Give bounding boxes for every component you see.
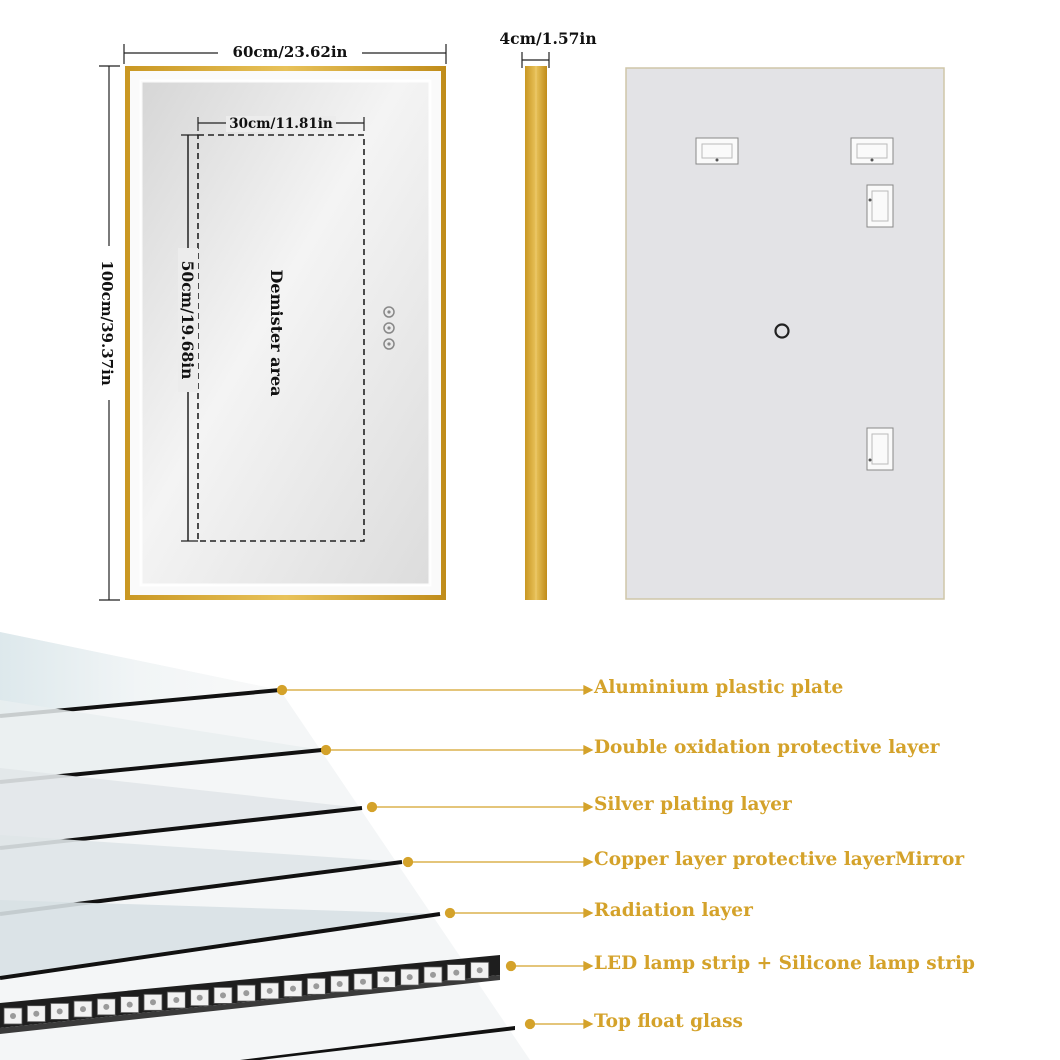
- layer-label-aluminium-plate: Aluminium plastic plate: [594, 677, 844, 698]
- layer-label-copper-protective: Copper layer protective layerMirror: [594, 849, 965, 870]
- led-chip: [103, 1003, 110, 1010]
- front-view: 60cm/23.62in 100cm/39.37in 30cm/11.81in …: [98, 40, 447, 601]
- demister-width-label: 30cm/11.81in: [229, 116, 333, 132]
- layer-label-double-oxidation: Double oxidation protective layer: [594, 737, 940, 758]
- height-label: 100cm/39.37in: [98, 260, 116, 385]
- led-chip: [56, 1008, 63, 1015]
- led-chip: [406, 974, 413, 981]
- led-chip: [243, 990, 250, 997]
- layer-sheet: [0, 700, 322, 782]
- demister-area-label: Demister area: [267, 270, 286, 397]
- power-button-icon[interactable]: [774, 323, 790, 339]
- led-chip: [336, 981, 343, 987]
- back-panel: [625, 67, 945, 600]
- led-chip: [383, 976, 390, 983]
- layer-label-top-float-glass: Top float glass: [594, 1011, 743, 1032]
- layer-label-silver-plating: Silver plating layer: [594, 794, 792, 815]
- depth-label: 4cm/1.57in: [499, 29, 596, 48]
- pointer-lines: [276, 684, 594, 1030]
- led-chip: [266, 987, 273, 994]
- led-chip: [150, 999, 156, 1006]
- bracket-icon: [850, 137, 894, 165]
- side-view: 4cm/1.57in: [499, 29, 597, 600]
- led-chip: [360, 978, 366, 985]
- led-chip: [430, 971, 436, 978]
- layer-label-radiation: Radiation layer: [594, 900, 753, 921]
- led-chip: [220, 992, 226, 999]
- led-chip: [80, 1006, 86, 1013]
- led-chip: [196, 994, 203, 1001]
- led-chip: [33, 1010, 40, 1017]
- led-chip: [290, 985, 296, 992]
- demister-height-label: 50cm/19.68in: [178, 261, 197, 380]
- led-chip: [313, 983, 320, 990]
- touch-button-icon[interactable]: [383, 306, 395, 350]
- led-chip: [126, 1001, 133, 1008]
- back-view: [625, 67, 945, 600]
- layer-sheet: [0, 900, 440, 978]
- led-chip: [476, 967, 483, 974]
- led-chip: [173, 997, 180, 1003]
- layer-label-led-strip: LED lamp strip + Silicone lamp strip: [594, 953, 975, 974]
- layer-sheet: [0, 768, 362, 848]
- led-chip: [10, 1013, 16, 1019]
- layer-stack: [0, 632, 530, 1060]
- layer-sheet: [0, 835, 402, 914]
- led-chip: [453, 969, 460, 976]
- bracket-icon: [866, 184, 894, 228]
- led-cells: [3, 961, 490, 1025]
- bracket-icon: [866, 427, 894, 471]
- top-float-glass: [240, 1026, 515, 1060]
- width-label: 60cm/23.62in: [233, 43, 348, 61]
- bracket-icon: [695, 137, 739, 165]
